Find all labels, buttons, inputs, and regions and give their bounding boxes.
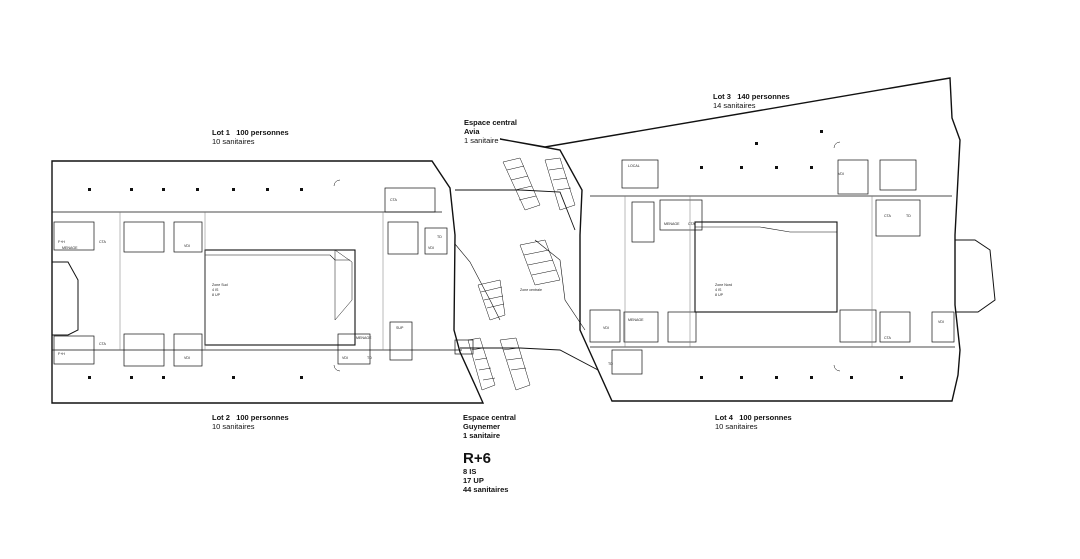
lot4-title: Lot 4 100 personnes bbox=[715, 413, 792, 422]
espace-avia-line1: Espace central bbox=[464, 118, 517, 127]
tag-vdi-2: VDI bbox=[184, 356, 190, 360]
zone-nord-up: 8 UP bbox=[715, 293, 723, 297]
lot1-label: Lot 1 100 personnes 10 sanitaires bbox=[212, 128, 289, 146]
central-link-bottom bbox=[460, 347, 599, 371]
zone-centrale-label: Zone centrale bbox=[520, 288, 542, 292]
espace-guynemer-label: Espace central Guynemer 1 sanitaire bbox=[463, 413, 516, 440]
summary-is: 8 IS bbox=[463, 467, 477, 476]
lot3-sanitaires: 14 sanitaires bbox=[713, 101, 756, 110]
espace-avia-line3: 1 sanitaire bbox=[464, 136, 499, 145]
lot1-sanitaires: 10 sanitaires bbox=[212, 137, 255, 146]
lot4-label: Lot 4 100 personnes 10 sanitaires bbox=[715, 413, 792, 431]
lot4-sanitaires: 10 sanitaires bbox=[715, 422, 758, 431]
tag-menage-3: MENAGE bbox=[664, 222, 680, 226]
left-wing-outline bbox=[51, 160, 485, 404]
central-link-top bbox=[455, 189, 576, 231]
lot3-title: Lot 3 140 personnes bbox=[713, 92, 790, 101]
tag-sup-1: SUP bbox=[396, 326, 404, 330]
left-courtyard bbox=[204, 249, 356, 346]
tag-cta-4: CTA bbox=[688, 222, 695, 226]
tag-vdi-5: VDI bbox=[838, 172, 844, 176]
espace-avia-line2: Avia bbox=[464, 127, 480, 136]
tag-menage-1: MENAGE bbox=[62, 246, 78, 250]
column-markers bbox=[88, 130, 903, 379]
espace-avia-label: Espace central Avia 1 sanitaire bbox=[464, 118, 517, 145]
summary-up: 17 UP bbox=[463, 476, 484, 485]
tag-td-1: TD bbox=[437, 235, 442, 239]
zone-nord-label: Zone Nord bbox=[715, 283, 732, 287]
lot2-sanitaires: 10 sanitaires bbox=[212, 422, 255, 431]
tag-cta-6: CTA bbox=[884, 336, 891, 340]
tag-local-1: LOCAL bbox=[628, 164, 640, 168]
tag-vdi-1: VDI bbox=[184, 244, 190, 248]
lot2-label: Lot 2 100 personnes 10 sanitaires bbox=[212, 413, 289, 431]
tag-menage-2: MENAGE bbox=[356, 336, 372, 340]
tag-cta-1: CTA bbox=[99, 240, 106, 244]
tag-cta-2: CTA bbox=[99, 342, 106, 346]
lot1-title: Lot 1 100 personnes bbox=[212, 128, 289, 137]
level-title: R+6 bbox=[463, 450, 491, 467]
level-summary: R+6 8 IS 17 UP 44 sanitaires bbox=[463, 450, 508, 494]
left-corridor-ring bbox=[52, 211, 462, 351]
tag-td-3: TD bbox=[906, 214, 911, 218]
tag-vdi-6: VDI bbox=[603, 326, 609, 330]
tag-vdi-3: VDI bbox=[428, 246, 434, 250]
right-courtyard bbox=[694, 221, 838, 313]
lot2-title: Lot 2 100 personnes bbox=[212, 413, 289, 422]
lot3-label: Lot 3 140 personnes 14 sanitaires bbox=[713, 92, 790, 110]
tag-menage-4: MENAGE bbox=[628, 318, 644, 322]
zone-nord-is: 4 IS bbox=[715, 288, 722, 292]
zone-sud-up: 8 UP bbox=[212, 293, 220, 297]
zone-sud-is: 4 IS bbox=[212, 288, 219, 292]
espace-guynemer-line3: 1 sanitaire bbox=[463, 431, 501, 440]
tag-fhx-2: F+H bbox=[58, 352, 65, 356]
tag-vdi-7: VDI bbox=[938, 320, 944, 324]
tag-fhx-1: F+H bbox=[58, 240, 65, 244]
espace-guynemer-line2: Guynemer bbox=[463, 422, 501, 431]
tag-cta-5: CTA bbox=[884, 214, 891, 218]
tag-cta-3: CTA bbox=[390, 198, 397, 202]
left-end-cap bbox=[52, 261, 79, 336]
espace-guynemer-line1: Espace central bbox=[463, 413, 516, 422]
tag-td-2: TD bbox=[367, 356, 372, 360]
right-end-cap bbox=[955, 239, 996, 313]
tag-vdi-4: VDI bbox=[342, 356, 348, 360]
tag-td-4: TD bbox=[608, 362, 613, 366]
summary-sanitaires: 44 sanitaires bbox=[463, 485, 509, 494]
right-wing-outline bbox=[499, 77, 961, 402]
zone-sud-label: Zone Sud bbox=[212, 283, 228, 287]
